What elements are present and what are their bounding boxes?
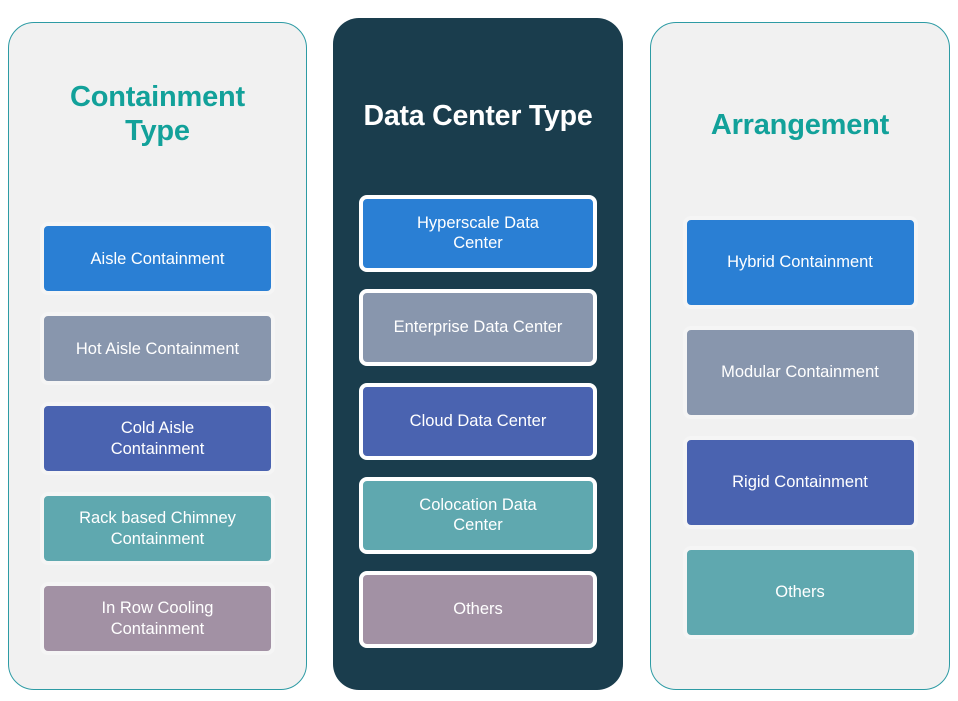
item-others-arrangement[interactable]: Others	[682, 545, 918, 639]
item-hybrid-containment[interactable]: Hybrid Containment	[682, 215, 918, 309]
item-label: Cloud Data Center	[409, 411, 547, 430]
panel-title-arrangement: Arrangement	[710, 109, 890, 141]
item-label: Cold Aisle Containment	[110, 419, 205, 458]
item-label: Hybrid Containment	[727, 252, 873, 271]
item-cold-aisle-containment[interactable]: Cold Aisle Containment	[40, 402, 275, 476]
item-label: Modular Containment	[721, 362, 879, 381]
item-label: Rigid Containment	[732, 472, 868, 491]
item-label: Enterprise Data Center	[393, 317, 563, 336]
panel-title-data-center-type: Data Center Type	[363, 100, 593, 132]
item-others-data-center[interactable]: Others	[359, 570, 597, 648]
panel-containment-type: Containment Type Aisle Containment Hot A…	[8, 22, 307, 690]
item-label: Others	[775, 582, 825, 601]
item-cloud-data-center[interactable]: Cloud Data Center	[359, 382, 597, 460]
panel-data-center-type: Data Center Type Hyperscale Data Center …	[333, 18, 623, 690]
item-label: Hyperscale Data Center	[417, 213, 539, 253]
item-label: Aisle Containment	[90, 249, 225, 268]
item-label: Others	[453, 599, 503, 618]
item-label: Colocation Data Center	[419, 495, 537, 535]
item-label: Rack based Chimney Containment	[79, 509, 236, 548]
item-rigid-containment[interactable]: Rigid Containment	[682, 435, 918, 529]
item-label: In Row Cooling Containment	[101, 599, 214, 638]
item-label: Hot Aisle Containment	[75, 339, 240, 358]
item-aisle-containment[interactable]: Aisle Containment	[40, 222, 275, 296]
item-list-containment-type: Aisle Containment Hot Aisle Containment …	[40, 222, 275, 656]
item-in-row-cooling-containment[interactable]: In Row Cooling Containment	[40, 582, 275, 656]
item-list-arrangement: Hybrid Containment Modular Containment R…	[682, 215, 918, 639]
panel-title-containment-type: Containment Type	[69, 81, 245, 147]
item-enterprise-data-center[interactable]: Enterprise Data Center	[359, 288, 597, 366]
item-colocation-data-center[interactable]: Colocation Data Center	[359, 476, 597, 554]
item-hot-aisle-containment[interactable]: Hot Aisle Containment	[40, 312, 275, 386]
item-list-data-center-type: Hyperscale Data Center Enterprise Data C…	[359, 194, 597, 648]
item-hyperscale-data-center[interactable]: Hyperscale Data Center	[359, 194, 597, 272]
item-rack-based-chimney-containment[interactable]: Rack based Chimney Containment	[40, 492, 275, 566]
item-modular-containment[interactable]: Modular Containment	[682, 325, 918, 419]
panel-arrangement: Arrangement Hybrid Containment Modular C…	[650, 22, 950, 690]
